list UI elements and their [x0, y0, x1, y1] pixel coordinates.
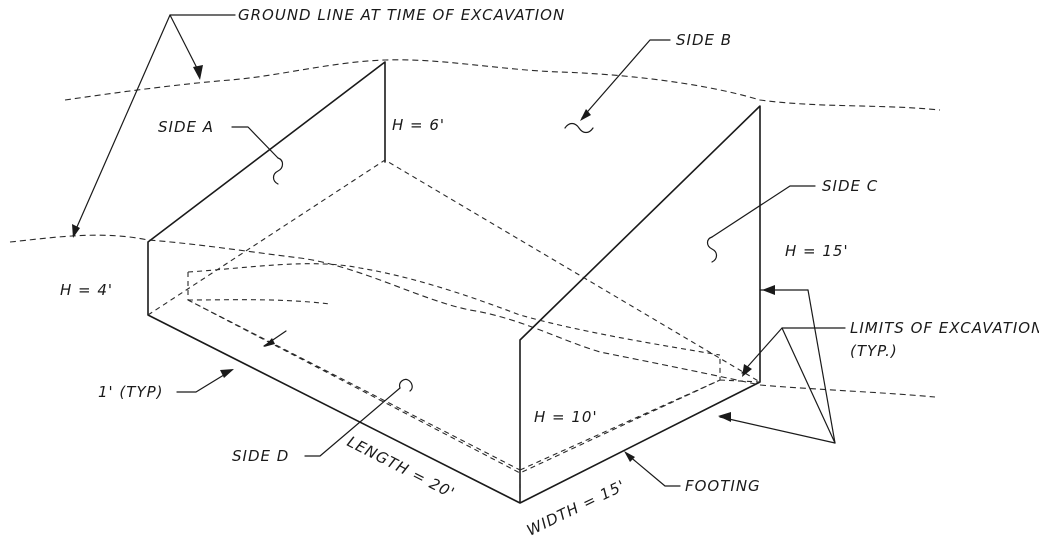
h-left-label: H = 4'	[60, 281, 113, 299]
ground-arrow-2	[72, 224, 80, 238]
ground-line-back	[64, 59, 941, 111]
side-a-leader	[231, 126, 279, 159]
limits-label-line2: (TYP.)	[850, 342, 898, 360]
h-side-a-label: H = 6'	[392, 116, 445, 134]
side-b-label: SIDE B	[676, 31, 732, 49]
h-right-label: H = 15'	[785, 242, 849, 260]
hidden-bottom-edges	[147, 159, 761, 383]
side-d-squiggle	[399, 378, 413, 392]
ground-line-label: GROUND LINE AT TIME OF EXCAVATION	[238, 6, 565, 24]
footing-offset-leader	[176, 369, 233, 393]
limits-label-line1: LIMITS OF EXCAVATION	[850, 319, 1039, 337]
side-b-squiggle	[564, 122, 594, 134]
excavation-outline	[147, 61, 761, 504]
side-c-squiggle	[706, 236, 718, 263]
hidden-footing	[187, 263, 761, 503]
side-c-leader	[711, 185, 816, 238]
side-a-squiggle	[272, 157, 284, 185]
h-front-label: H = 10'	[534, 408, 598, 426]
side-d-label: SIDE D	[232, 447, 289, 465]
footing-offset-label: 1' (TYP)	[98, 383, 164, 401]
footing-label: FOOTING	[685, 477, 761, 495]
side-c-label: SIDE C	[822, 177, 878, 195]
ground-arrow-1	[193, 65, 203, 80]
side-b-leader	[581, 39, 671, 119]
footing-leader	[627, 454, 681, 487]
limits-leader	[741, 327, 846, 374]
side-d-leader	[304, 387, 401, 457]
width-label: WIDTH = 15'	[524, 476, 629, 539]
side-a-label: SIDE A	[158, 118, 214, 136]
ground-line-front	[9, 234, 936, 398]
